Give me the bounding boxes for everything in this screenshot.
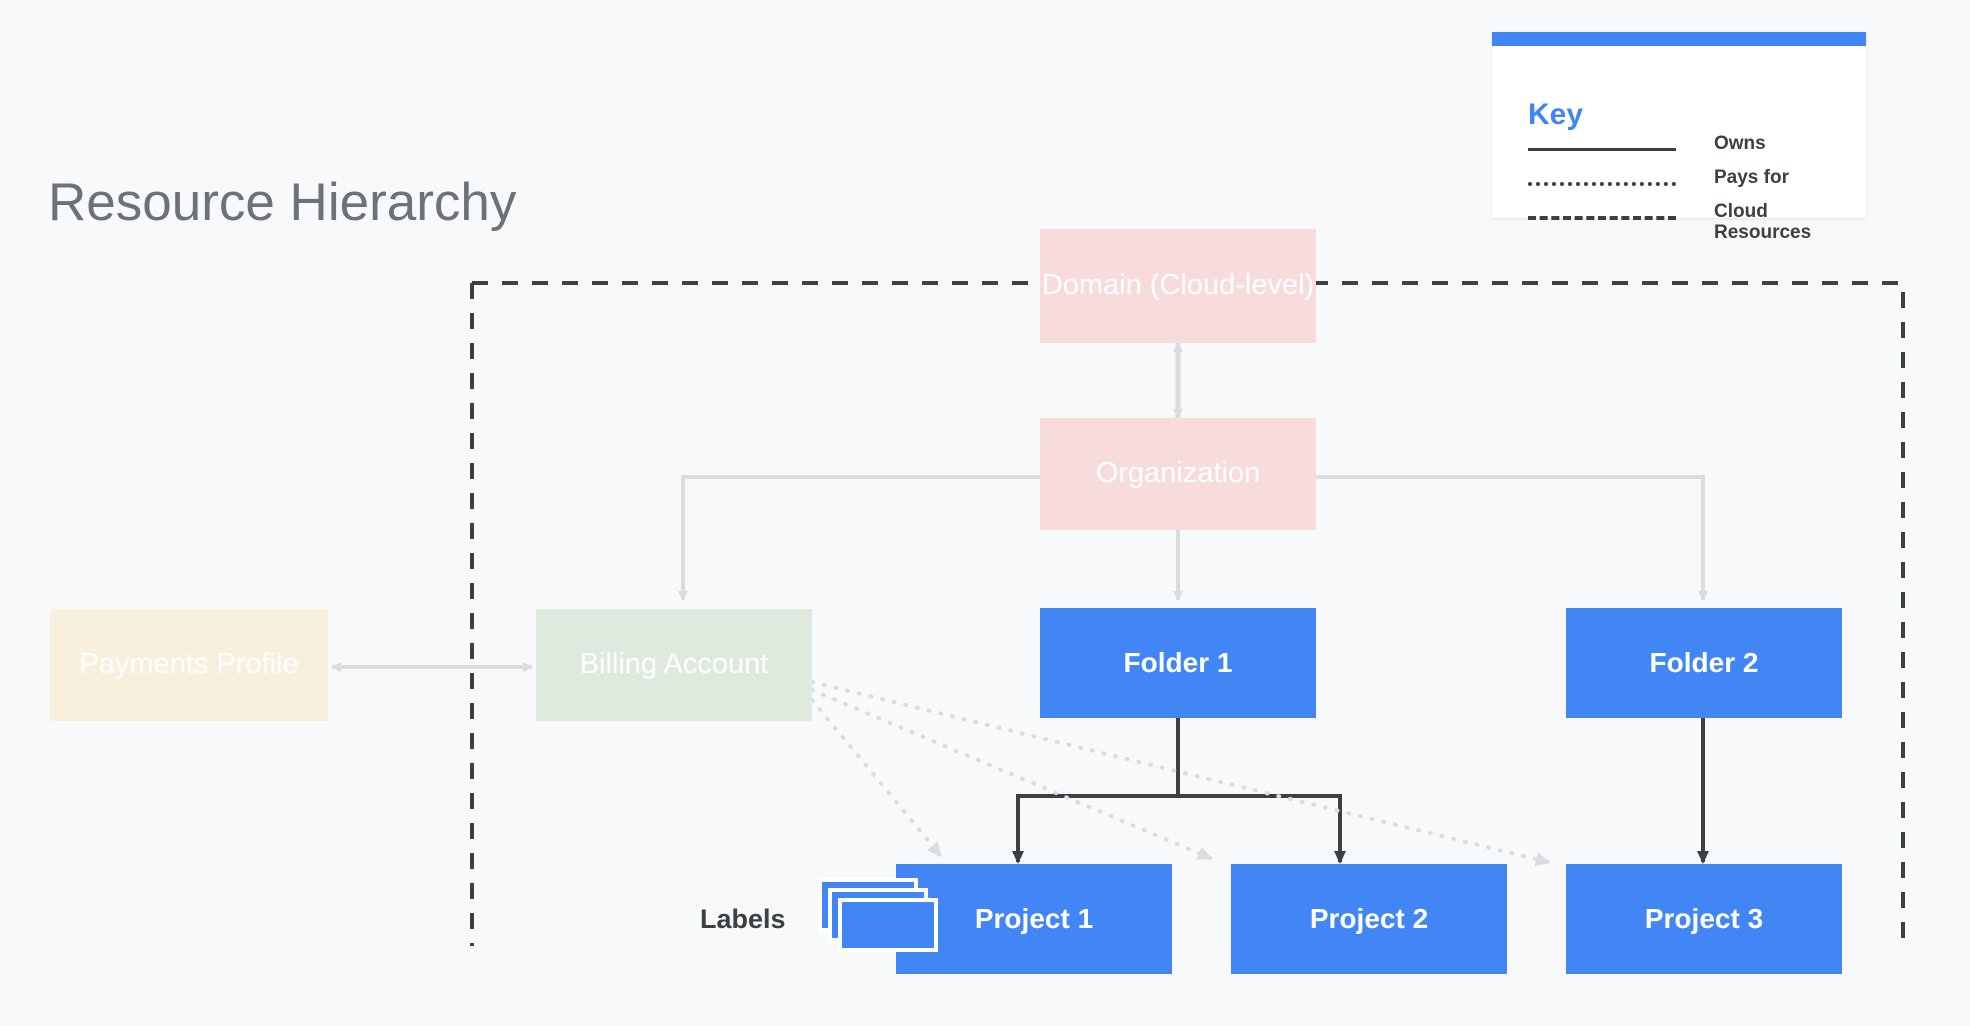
node-folder2[interactable]: Folder 2 xyxy=(1566,608,1842,718)
edge-organization-billing-account xyxy=(678,475,1040,601)
labels-stack-icon xyxy=(818,878,946,952)
edge-folder1-project1 xyxy=(1012,718,1180,864)
node-project1[interactable]: Project 1 xyxy=(896,864,1172,974)
edge-billing-account-project1 xyxy=(810,698,942,858)
node-domain[interactable]: Domain (Cloud-level) xyxy=(1040,229,1316,343)
node-payments-profile[interactable]: Payments Profile xyxy=(50,609,328,721)
key-row-cloud-resources: Cloud Resources xyxy=(1528,201,1848,243)
node-organization[interactable]: Organization xyxy=(1040,418,1316,530)
key-row-owns: Owns xyxy=(1528,133,1848,168)
key-sample-dashed-line-icon xyxy=(1528,216,1676,220)
key-sample-solid-line-icon xyxy=(1528,148,1676,151)
edge-folder1-project2 xyxy=(1176,718,1346,864)
node-folder1[interactable]: Folder 1 xyxy=(1040,608,1316,718)
page-title: Resource Hierarchy xyxy=(48,173,517,232)
key-legend: Key Owns Pays for Cloud Resources xyxy=(1492,32,1866,243)
edge-organization-folder2 xyxy=(1316,475,1708,601)
label-card-front xyxy=(838,898,938,952)
labels-annotation-text: Labels xyxy=(700,904,786,934)
node-project2[interactable]: Project 2 xyxy=(1231,864,1507,974)
key-label-cloud-resources: Cloud Resources xyxy=(1714,201,1812,243)
key-label-pays-for: Pays for xyxy=(1714,167,1789,188)
key-title: Key xyxy=(1528,98,1584,131)
node-billing-account[interactable]: Billing Account xyxy=(536,609,812,721)
key-sample-dotted-line-icon xyxy=(1528,182,1676,186)
key-label-owns: Owns xyxy=(1714,133,1766,154)
node-project3[interactable]: Project 3 xyxy=(1566,864,1842,974)
key-rows: Owns Pays for Cloud Resources xyxy=(1528,133,1848,243)
key-accent-bar xyxy=(1492,32,1866,46)
key-row-pays-for: Pays for xyxy=(1528,167,1848,202)
